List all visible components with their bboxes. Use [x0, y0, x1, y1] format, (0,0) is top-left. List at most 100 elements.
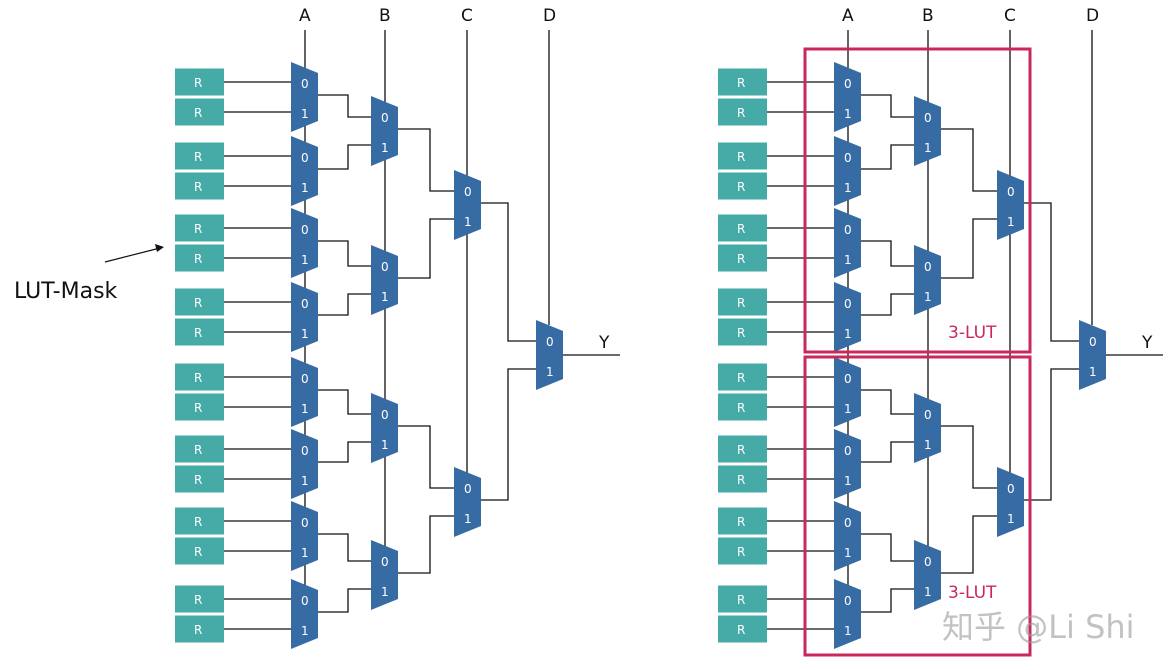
mux-input-1-label: 1	[301, 546, 309, 560]
wire	[398, 515, 454, 574]
register-r	[175, 507, 224, 535]
register-r	[175, 172, 224, 200]
select-label-b: B	[922, 6, 934, 26]
register-label: R	[194, 106, 202, 120]
wire	[318, 588, 371, 613]
register-label: R	[194, 593, 202, 607]
mux-input-1-label: 1	[301, 107, 309, 121]
mux-input-1-label: 1	[844, 327, 852, 341]
register-label: R	[194, 326, 202, 340]
mux	[454, 467, 481, 537]
mux	[914, 96, 941, 166]
mux-input-0-label: 0	[301, 77, 309, 91]
select-label-c: C	[1004, 6, 1016, 26]
mux-input-0-label: 0	[1007, 185, 1015, 199]
mux	[834, 208, 861, 278]
mux	[291, 429, 318, 499]
wire	[318, 389, 371, 415]
register-r	[175, 537, 224, 565]
mux	[1079, 320, 1106, 390]
register-r	[718, 537, 767, 565]
register-r	[718, 435, 767, 463]
register-r	[175, 98, 224, 126]
mux-input-1-label: 1	[1089, 365, 1097, 379]
register-label: R	[737, 106, 745, 120]
mux-input-1-label: 1	[546, 365, 554, 379]
mux-input-1-label: 1	[464, 512, 472, 526]
mux-input-0-label: 0	[301, 594, 309, 608]
register-r	[718, 393, 767, 421]
register-label: R	[737, 473, 745, 487]
mux	[371, 245, 398, 315]
register-r	[718, 318, 767, 346]
mux-input-0-label: 0	[844, 594, 852, 608]
register-r	[718, 68, 767, 96]
wire	[861, 441, 914, 463]
register-r	[175, 288, 224, 316]
register-r	[175, 615, 224, 643]
mux	[291, 136, 318, 206]
mux	[914, 540, 941, 610]
mux-input-1-label: 1	[844, 546, 852, 560]
register-label: R	[194, 252, 202, 266]
wire	[861, 144, 914, 170]
mux-input-0-label: 0	[924, 408, 932, 422]
mux	[834, 136, 861, 206]
mux-input-1-label: 1	[301, 181, 309, 195]
register-r	[718, 172, 767, 200]
register-label: R	[737, 326, 745, 340]
mux-input-0-label: 0	[381, 260, 389, 274]
mux-input-0-label: 0	[301, 151, 309, 165]
mux	[291, 501, 318, 571]
mux	[834, 501, 861, 571]
register-label: R	[194, 180, 202, 194]
mux-input-0-label: 0	[381, 555, 389, 569]
register-label: R	[194, 150, 202, 164]
register-label: R	[194, 443, 202, 457]
lut-box-top-label: 3-LUT	[948, 323, 997, 343]
mux-input-1-label: 1	[301, 402, 309, 416]
mux-input-1-label: 1	[924, 290, 932, 304]
mux-input-1-label: 1	[844, 474, 852, 488]
mux	[834, 429, 861, 499]
mux-input-0-label: 0	[844, 516, 852, 530]
mux	[997, 170, 1024, 240]
register-label: R	[194, 623, 202, 637]
mux-input-1-label: 1	[844, 181, 852, 195]
mux-input-0-label: 0	[381, 111, 389, 125]
register-label: R	[194, 545, 202, 559]
wire	[398, 425, 454, 489]
mux-input-1-label: 1	[1007, 512, 1015, 526]
register-r	[718, 98, 767, 126]
mux-input-0-label: 0	[301, 444, 309, 458]
register-label: R	[194, 401, 202, 415]
register-label: R	[194, 473, 202, 487]
wire	[318, 293, 371, 316]
mux-input-1-label: 1	[301, 474, 309, 488]
mux-input-0-label: 0	[924, 260, 932, 274]
mux	[291, 357, 318, 427]
mux-input-0-label: 0	[844, 223, 852, 237]
wire	[941, 425, 997, 489]
register-r	[175, 435, 224, 463]
annotation-arrow-head-icon	[155, 244, 164, 252]
wire	[941, 218, 997, 279]
wire	[398, 218, 454, 279]
register-label: R	[737, 371, 745, 385]
register-r	[175, 214, 224, 242]
lut-box-bottom-border	[803, 355, 1032, 657]
wire	[318, 533, 371, 562]
mux-input-0-label: 0	[546, 335, 554, 349]
mux	[834, 282, 861, 352]
register-label: R	[737, 545, 745, 559]
register-label: R	[737, 222, 745, 236]
wire	[861, 389, 914, 415]
register-r	[175, 363, 224, 391]
wire	[481, 202, 536, 342]
mux	[371, 393, 398, 463]
mux-input-0-label: 0	[301, 223, 309, 237]
register-r	[175, 465, 224, 493]
wire	[318, 441, 371, 463]
